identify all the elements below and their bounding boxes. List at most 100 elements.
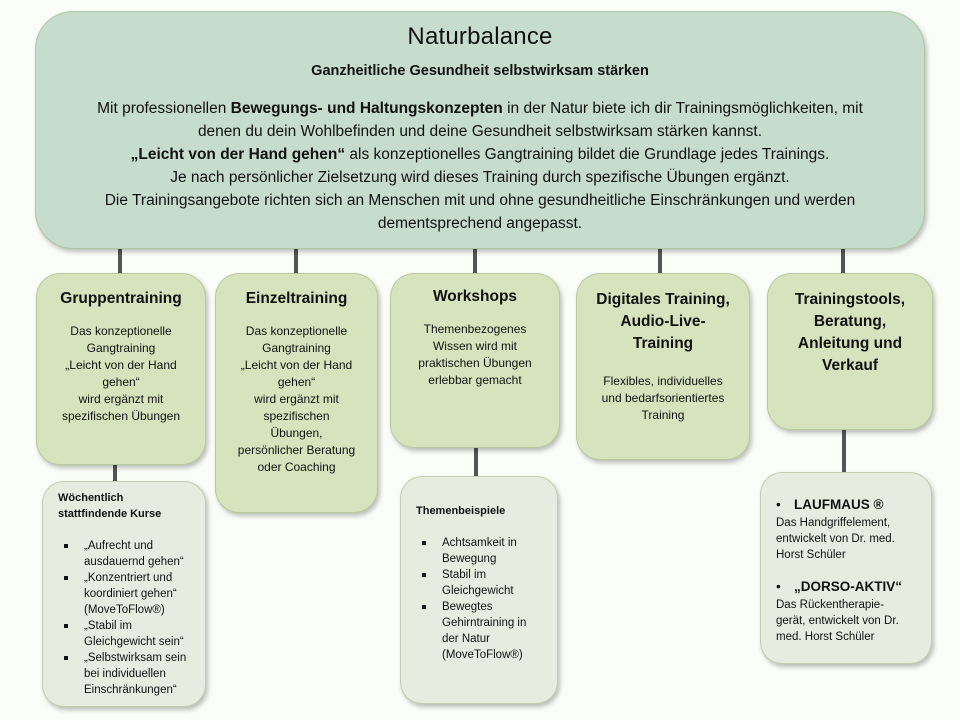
list-item-line: „Selbstwirksam sein — [84, 652, 187, 664]
offer-text-line: Gangtraining — [86, 341, 156, 355]
tool-name: LAUFMAUS ® — [794, 497, 884, 512]
connector-line — [474, 448, 478, 476]
tool-name-row: • „DORSO-AKTIV“ — [776, 577, 923, 597]
tool-desc-line: med. Horst Schüler — [776, 631, 875, 643]
offer-title: Digitales Training, Audio-Live- Training — [577, 289, 749, 355]
intro-line: dementsprechend angepasst. — [377, 215, 583, 232]
offer-text-line: „Leicht von der Hand — [240, 358, 353, 372]
connector-line — [841, 249, 845, 273]
offer-text-line: Themenbezogenes — [423, 322, 527, 336]
intro-line: Mit professionellen — [97, 100, 231, 117]
tool-name-row: • LAUFMAUS ® — [776, 495, 923, 515]
offer-text-line: Gangtraining — [262, 341, 331, 355]
list-item: Stabil im Gleichgewicht — [416, 567, 547, 599]
offer-text-line: Das konzeptionelle — [70, 324, 172, 338]
courses-heading-line: stattfindende Kurse — [58, 508, 162, 520]
intro-line: in der Natur biete ich dir Trainingsmögl… — [502, 100, 863, 117]
page-title: Naturbalance — [407, 23, 553, 50]
offer-title-line: Audio-Live- — [620, 313, 706, 330]
offer-text-line: gehen“ — [277, 375, 316, 389]
offer-title: Gruppentraining — [60, 290, 182, 307]
list-item-line: Gehirntraining in — [442, 617, 527, 629]
offer-title-line: Verkauf — [821, 357, 878, 374]
courses-heading-line: Wöchentlich — [58, 492, 124, 504]
courses-box: Wöchentlich stattfindende Kurse „Aufrech… — [42, 481, 206, 707]
tool-desc-line: gerät, entwickelt von Dr. — [776, 615, 899, 627]
topics-box: Themenbeispiele Achtsamkeit in Bewegung … — [400, 476, 558, 704]
header-box: Naturbalance Ganzheitliche Gesundheit se… — [35, 11, 925, 249]
intro-line: denen du dein Wohlbefinden und deine Ges… — [197, 123, 763, 140]
offer-text-line: wird ergänzt mit — [78, 392, 164, 406]
intro-bold: „Leicht von der Hand gehen“ — [130, 146, 346, 163]
list-item-line: bei individuellen — [84, 668, 166, 680]
list-item: „Aufrecht und ausdauernd gehen“ — [58, 538, 195, 570]
offer-trainingstools: Trainingstools, Beratung, Anleitung und … — [767, 273, 933, 430]
offer-text-line: Übungen, — [270, 426, 323, 440]
list-item: Bewegtes Gehirntraining in der Natur (Mo… — [416, 599, 547, 663]
list-item-line: Stabil im — [442, 569, 487, 581]
intro-line: als konzeptionelles Gangtraining bildet … — [345, 146, 830, 163]
offer-title-line: Beratung, — [813, 313, 887, 330]
topics-heading: Themenbeispiele — [416, 505, 506, 517]
list-item-line: „Stabil im — [84, 620, 132, 632]
list-item-line: Gleichgewicht sein“ — [84, 636, 184, 648]
tool-item-laufmaus: • LAUFMAUS ® Das Handgriffelement, entwic… — [776, 495, 923, 563]
offer-text-line: Flexibles, individuelles — [603, 374, 723, 388]
list-item: „Konzentriert und koordiniert gehen“ (Mo… — [58, 570, 195, 618]
intro-line: Die Trainingsangebote richten sich an Me… — [104, 192, 856, 209]
list-item-line: Achtsamkeit in — [442, 537, 517, 549]
offer-title-line: Anleitung und — [797, 335, 903, 352]
page-subtitle: Ganzheitliche Gesundheit selbstwirksam s… — [311, 63, 649, 79]
offer-title-line: Digitales Training, — [596, 291, 730, 308]
list-item-line: Einschränkungen“ — [84, 684, 177, 696]
offer-einzeltraining: Einzeltraining Das konzeptionelle Gangtr… — [215, 273, 378, 513]
intro-line: Je nach persönlicher Zielsetzung wird di… — [170, 169, 790, 186]
offer-text-line: Training — [641, 408, 685, 422]
connector-line — [842, 430, 846, 472]
list-item-line: Bewegtes — [442, 601, 493, 613]
courses-heading: Wöchentlich stattfindende Kurse — [58, 490, 195, 522]
offer-text-line: wird ergänzt mit — [254, 392, 339, 406]
offer-title-line: Trainingstools, — [794, 291, 906, 308]
connector-line — [113, 465, 117, 481]
topics-list: Achtsamkeit in Bewegung Stabil im Gleich… — [416, 535, 547, 663]
offer-text-line: Das konzeptionelle — [245, 324, 348, 338]
connector-line — [294, 249, 298, 273]
offer-title-line: Training — [632, 335, 694, 352]
tool-desc-line: entwickelt von Dr. med. — [776, 533, 895, 545]
connector-line — [658, 249, 662, 273]
offer-text: Flexibles, individuelles und bedarfsorie… — [577, 373, 749, 424]
list-item-line: „Konzentriert und — [84, 572, 173, 584]
list-item-line: koordiniert gehen“ — [84, 588, 177, 600]
tool-desc-line: Das Handgriffelement, — [776, 517, 891, 529]
offer-text: Das konzeptionelle Gangtraining „Leicht … — [37, 323, 205, 425]
offer-gruppentraining: Gruppentraining Das konzeptionelle Gangt… — [36, 273, 206, 465]
tool-item-dorso-aktiv: • „DORSO-AKTIV“ Das Rückentherapie- gerät… — [776, 577, 923, 645]
connector-line — [118, 249, 122, 273]
tool-name: „DORSO-AKTIV“ — [794, 579, 902, 594]
offer-text-line: oder Coaching — [257, 460, 336, 474]
offer-text-line: und bedarfsorientiertes — [601, 391, 725, 405]
offer-text: Das konzeptionelle Gangtraining „Leicht … — [216, 323, 377, 476]
list-item: Achtsamkeit in Bewegung — [416, 535, 547, 567]
offer-title: Trainingstools, Beratung, Anleitung und … — [768, 289, 932, 377]
offer-text-line: Wissen wird mit — [432, 339, 517, 353]
tool-desc-line: Horst Schüler — [776, 549, 846, 561]
list-item-line: der Natur — [442, 633, 490, 645]
offer-text-line: „Leicht von der Hand — [65, 358, 177, 372]
list-item-line: (MoveToFlow®) — [442, 649, 523, 661]
offer-text-line: spezifischen — [263, 409, 330, 423]
bullet-icon: • — [776, 497, 781, 512]
bullet-icon: • — [776, 579, 781, 594]
list-item-line: „Aufrecht und — [84, 540, 154, 552]
tool-desc-line: Das Rückentherapie- — [776, 599, 885, 611]
list-item-line: (MoveToFlow®) — [84, 604, 165, 616]
offer-digitales-training: Digitales Training, Audio-Live- Training… — [576, 273, 750, 460]
offer-text-line: spezifischen Übungen — [61, 409, 181, 423]
offer-text: Themenbezogenes Wissen wird mit praktisc… — [391, 321, 559, 389]
tools-box: • LAUFMAUS ® Das Handgriffelement, entwic… — [760, 472, 932, 664]
offer-text-line: erlebbar gemacht — [428, 373, 522, 387]
offer-title: Einzeltraining — [245, 290, 348, 307]
list-item-line: Bewegung — [442, 553, 497, 565]
intro-bold: Bewegungs- und Haltungskonzepten — [230, 100, 503, 117]
